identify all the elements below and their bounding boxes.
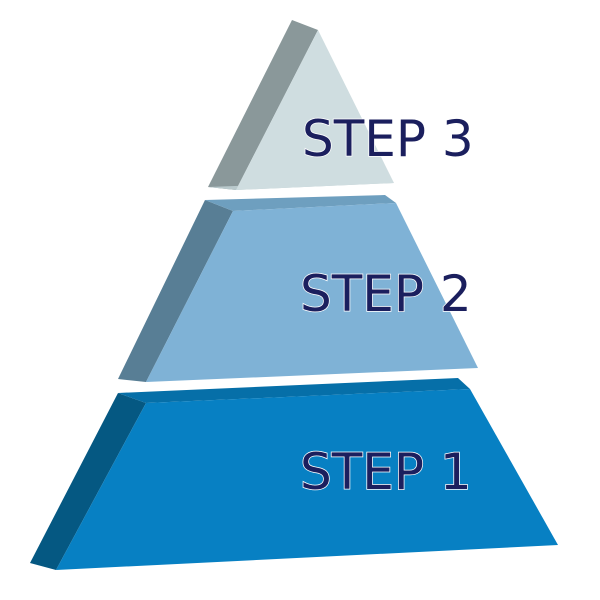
tier-side-face	[118, 200, 233, 382]
pyramid-tier-step-3: STEP 3	[208, 20, 474, 190]
step-1-label: STEP 1	[300, 443, 472, 501]
step-3-label: STEP 3	[302, 110, 474, 168]
step-2-label: STEP 2	[300, 265, 472, 323]
tier-top-face	[118, 378, 470, 403]
pyramid-tier-step-1: STEP 1	[30, 378, 558, 570]
tier-side-face	[208, 20, 318, 190]
tier-front-face	[236, 30, 394, 190]
pyramid-tier-step-2: STEP 2	[118, 195, 478, 382]
tier-top-face	[205, 195, 396, 211]
tier-front-face	[56, 389, 558, 570]
tier-side-face	[30, 393, 146, 570]
tier-front-face	[146, 203, 478, 382]
